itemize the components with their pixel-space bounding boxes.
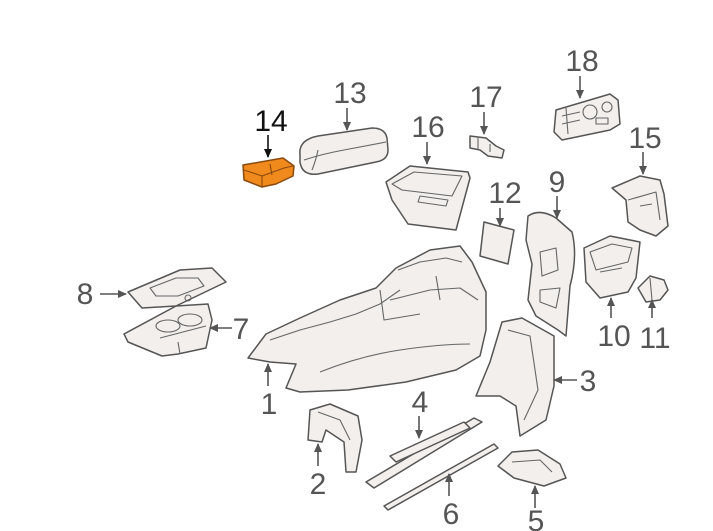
part-17[interactable] — [469, 135, 505, 159]
part-10[interactable] — [583, 235, 641, 299]
callout-3: 3 — [580, 365, 597, 398]
callout-9: 9 — [549, 166, 566, 199]
part-7[interactable] — [123, 303, 213, 357]
callout-14: 14 — [254, 105, 287, 138]
callout-2: 2 — [310, 468, 327, 501]
callout-1: 1 — [261, 388, 278, 421]
part-14[interactable] — [242, 157, 295, 188]
callout-11: 11 — [639, 322, 670, 355]
callout-6: 6 — [443, 498, 460, 531]
callout-17: 17 — [469, 81, 502, 114]
callout-13: 13 — [333, 77, 366, 110]
part-12[interactable] — [479, 221, 515, 265]
callout-18: 18 — [565, 45, 598, 78]
part-16[interactable] — [385, 165, 471, 231]
callout-labels: 14 13 16 17 18 15 12 9 10 11 8 7 1 3 2 4… — [77, 45, 671, 531]
callout-7: 7 — [233, 313, 250, 346]
callout-10: 10 — [597, 320, 630, 353]
part-9[interactable] — [525, 211, 576, 337]
callout-16: 16 — [411, 111, 444, 144]
part-5[interactable] — [497, 449, 567, 487]
part-11[interactable] — [637, 275, 669, 303]
part-1[interactable] — [247, 245, 487, 393]
leader-lines — [100, 76, 656, 508]
part-2[interactable] — [307, 403, 363, 473]
callout-4: 4 — [412, 386, 429, 419]
callout-15: 15 — [628, 122, 661, 155]
part-15[interactable] — [611, 175, 669, 237]
part-6[interactable] — [383, 443, 499, 511]
part-4[interactable] — [365, 417, 483, 489]
callout-5: 5 — [528, 505, 545, 531]
part-18[interactable] — [553, 93, 621, 141]
part-3[interactable] — [475, 317, 555, 437]
callout-12: 12 — [488, 177, 521, 210]
callout-8: 8 — [77, 278, 94, 311]
part-13[interactable] — [299, 127, 389, 175]
part-8[interactable] — [127, 267, 227, 309]
